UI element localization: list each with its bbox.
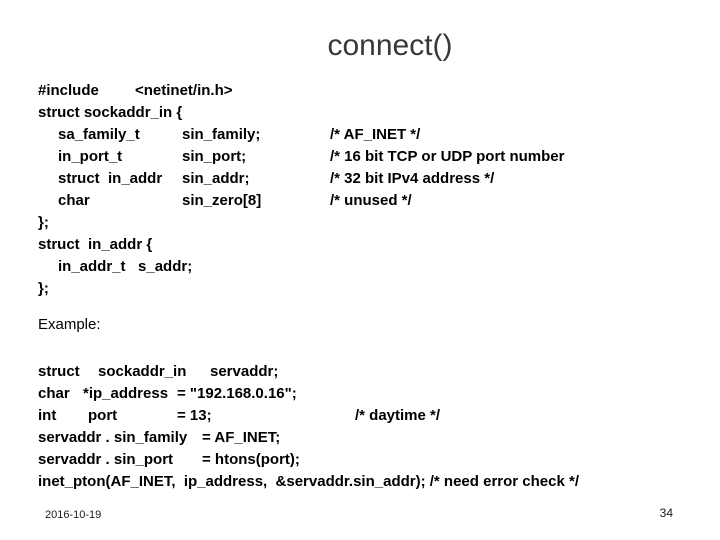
footer-date: 2016-10-19	[45, 509, 102, 521]
member-type: struct in_addr	[58, 170, 163, 187]
code-line-struct2-close: };	[38, 280, 49, 297]
code-line-include: #include <netinet/in.h>	[38, 80, 720, 102]
code-line-struct1-close: };	[38, 214, 49, 231]
member-type: char	[58, 192, 90, 209]
include-directive: #include	[38, 82, 99, 99]
member-comment: /* AF_INET */	[330, 126, 421, 143]
code-line-assignment: servaddr . sin_family = AF_INET;	[38, 427, 720, 449]
decl-var: port	[88, 407, 118, 424]
code-line-declaration: char *ip_address = "192.168.0.16";	[38, 383, 720, 405]
code-line-struct2-open: struct in_addr {	[38, 236, 153, 253]
example-code-block: struct sockaddr_in servaddr; char *ip_addre…	[38, 361, 720, 493]
decl-var: servaddr;	[210, 363, 279, 380]
decl-value: = "192.168.0.16";	[177, 385, 297, 402]
code-line-member: in_port_t sin_port; /* 16 bit TCP or UDP p…	[38, 146, 720, 168]
decl-value: = 13;	[177, 407, 212, 424]
assign-target: servaddr . sin_port	[38, 451, 174, 468]
code-line-function-call: inet_pton(AF_INET, ip_address, &servaddr…	[38, 473, 579, 490]
member-type: in_port_t	[58, 148, 123, 165]
member-name: sin_family;	[182, 126, 261, 143]
member-name: sin_zero[8]	[182, 192, 262, 209]
member-type: sa_family_t	[58, 126, 140, 143]
decl-var: *ip_address	[83, 385, 169, 402]
assign-target: servaddr . sin_family	[38, 429, 188, 446]
footer-page-number: 34	[659, 506, 673, 520]
decl-keyword: char	[38, 385, 70, 402]
code-line-member: sa_family_t sin_family; /* AF_INET */	[38, 124, 720, 146]
page-title: connect()	[327, 29, 453, 62]
assign-value: = AF_INET;	[202, 429, 281, 446]
assign-value: = htons(port);	[202, 451, 300, 468]
code-line-declaration: int port = 13; /* daytime */	[38, 405, 720, 427]
code-line-declaration: struct sockaddr_in servaddr;	[38, 361, 720, 383]
member-name: sin_port;	[182, 148, 247, 165]
code-line-member: char sin_zero[8] /* unused */	[38, 190, 720, 212]
code-line-struct2-member: in_addr_t s_addr;	[58, 258, 193, 275]
code-line-member: struct in_addr sin_addr; /* 32 bit IPv4 ad…	[38, 168, 720, 190]
struct-definitions-code-block: #include <netinet/in.h> struct sockaddr_i…	[38, 80, 720, 300]
decl-keyword: int	[38, 407, 57, 424]
code-line-struct1-open: struct sockaddr_in {	[38, 104, 183, 121]
decl-keyword: struct	[38, 363, 80, 380]
example-label: Example:	[38, 316, 101, 333]
member-name: sin_addr;	[182, 170, 250, 187]
member-comment: /* 16 bit TCP or UDP port number	[330, 148, 565, 165]
include-header: <netinet/in.h>	[135, 82, 233, 99]
decl-comment: /* daytime */	[355, 407, 441, 424]
code-line-assignment: servaddr . sin_port = htons(port);	[38, 449, 720, 471]
member-comment: /* 32 bit IPv4 address */	[330, 170, 495, 187]
decl-type: sockaddr_in	[98, 363, 187, 380]
member-comment: /* unused */	[330, 192, 412, 209]
